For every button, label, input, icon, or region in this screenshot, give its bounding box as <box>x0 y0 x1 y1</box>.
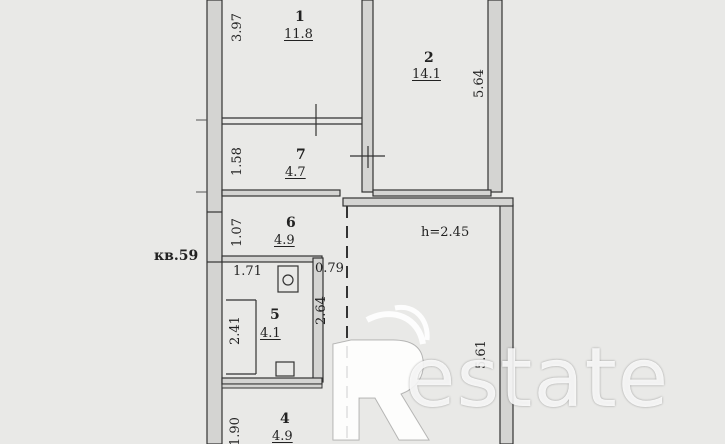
room-5-number: 5 <box>270 307 280 323</box>
wall-5-bottom <box>221 377 323 385</box>
wall-1-2 <box>361 0 374 193</box>
room-5-area: 4.1 <box>260 326 281 341</box>
room-7-area: 4.7 <box>285 165 306 180</box>
room-2-number: 2 <box>424 50 434 66</box>
dim-room-1-height: 3.97 <box>230 13 245 42</box>
wall-3-top <box>342 197 514 207</box>
wall-6-5 <box>221 255 323 263</box>
room-2-area: 14.1 <box>412 67 441 82</box>
outer-wall-left <box>206 0 223 444</box>
logo-arc-2 <box>394 304 430 341</box>
room-4-area: 4.9 <box>272 429 293 444</box>
restate-logo <box>332 304 430 441</box>
apartment-label: кв.59 <box>154 248 199 264</box>
logo-r-shape <box>332 339 430 441</box>
ceiling-height: h=2.45 <box>421 225 470 240</box>
dim-bath-wall: 0.79 <box>315 261 344 276</box>
room-7-number: 7 <box>296 147 306 163</box>
outer-wall-right <box>487 0 503 193</box>
dim-room-7-height: 1.58 <box>230 147 245 176</box>
room-6-area: 4.9 <box>274 233 295 248</box>
wall-7-bottom <box>221 189 341 197</box>
room-4-number: 4 <box>280 411 290 427</box>
dim-room-2-height: 5.64 <box>472 69 487 98</box>
dim-bath-inner: 2.41 <box>228 316 243 345</box>
wall-4-top <box>221 383 323 389</box>
room-1-number: 1 <box>295 9 305 25</box>
logo-arc-1 <box>365 311 426 345</box>
room-1-area: 11.8 <box>284 27 313 42</box>
room-6-number: 6 <box>286 215 296 231</box>
toilet-bowl <box>282 274 294 286</box>
dim-room-6-height: 1.07 <box>230 218 245 247</box>
dim-bath-width: 1.71 <box>233 264 262 279</box>
wall-2-bottom <box>372 189 492 197</box>
toilet-fixture <box>277 265 299 293</box>
dim-room-4-height: 1.90 <box>228 417 243 444</box>
sink-fixture <box>275 361 295 377</box>
watermark-text: estate <box>405 331 670 426</box>
